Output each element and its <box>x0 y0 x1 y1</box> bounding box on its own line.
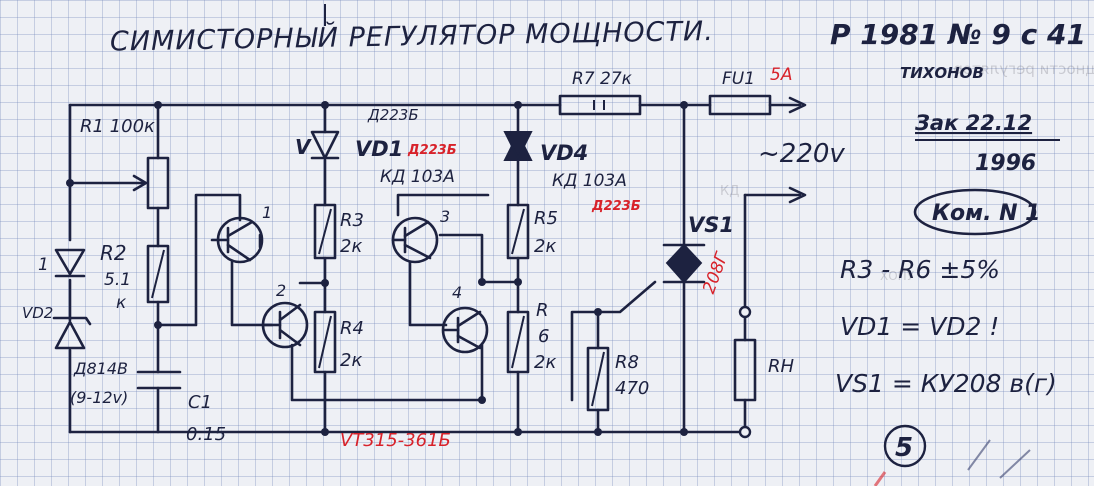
c1-value-label: 0.15 <box>186 424 226 445</box>
svg-text:мощности регулятор: мощности регулятор <box>953 60 1094 78</box>
r1-potentiometer <box>146 156 170 210</box>
vd4-part-label: КД 103А <box>552 171 627 191</box>
vd1-label: VD1 <box>355 137 403 161</box>
r5-resistor <box>506 203 530 260</box>
r8-label: R8 <box>615 352 639 373</box>
vd1-alt-label: Д223Б <box>407 143 457 158</box>
r6-label: R <box>536 300 549 321</box>
vd2-zener-diode <box>52 316 92 350</box>
fuse-label: FU1 <box>722 69 755 89</box>
vd4-alt-label: Д223Б <box>591 199 641 214</box>
fuse-rating-label: 5А <box>770 65 792 85</box>
r3-value-label: 2к <box>340 236 362 257</box>
mains-voltage-label: ~220v <box>758 139 845 169</box>
r8-resistor <box>586 346 610 412</box>
note-tolerance: R3 - R6 ±5% <box>840 255 1000 284</box>
transistor-2 <box>261 301 309 349</box>
r6-resistor <box>506 310 530 374</box>
order-date: Зак 22.12 <box>914 111 1032 135</box>
vd2-label: VD2 <box>22 304 53 322</box>
r5-value-label: 2к <box>534 236 556 257</box>
transistor-3 <box>391 216 439 264</box>
page-number-circle <box>883 424 927 468</box>
kit-label: Ком. N 1 <box>932 201 1040 226</box>
fu1-fuse <box>708 94 772 116</box>
r8-value-label: 470 <box>615 378 649 399</box>
rh-label: RН <box>768 356 795 377</box>
margin-scribbles <box>873 439 1031 486</box>
transistor-2-number: 2 <box>276 281 286 300</box>
r4-label: R4 <box>340 318 364 339</box>
vd4-label: VD4 <box>540 141 588 165</box>
r7-resistor <box>558 94 642 116</box>
r3-label: R3 <box>340 210 364 231</box>
vd1-top-label: Д223Б <box>367 106 419 124</box>
r2-resistor <box>146 244 170 304</box>
order-year: 1996 <box>975 151 1036 176</box>
vd-left-label: 1 <box>38 255 49 275</box>
r4-resistor <box>313 310 337 374</box>
junction-dots <box>66 101 688 436</box>
kit-label-oval <box>913 188 1037 236</box>
r2-value-a: 5.1 <box>104 270 131 290</box>
vd1-diode <box>310 130 340 160</box>
vd1-part-label: КД 103А <box>380 167 455 187</box>
transistor-types-label: VT315-361Б <box>340 430 451 451</box>
vs1-alt-label: 208Г <box>699 249 733 297</box>
r2-label: R2 <box>100 241 127 265</box>
vd2-range-label: (9-12v) <box>70 388 128 407</box>
r5-label: R5 <box>534 208 558 229</box>
r4-value-label: 2к <box>340 350 362 371</box>
vs1-triac <box>662 243 706 284</box>
vs1-label: VS1 <box>688 213 734 237</box>
svg-text:ХОПУ: ХОПУ <box>880 269 915 283</box>
r3-resistor <box>313 203 337 260</box>
c1-label: C1 <box>188 392 212 413</box>
transistor-4 <box>441 306 489 354</box>
vd-left-diode <box>54 248 86 278</box>
load-terminals <box>738 305 752 439</box>
transistor-4-number: 4 <box>452 283 462 302</box>
diagram-title: СИМИСТОРНЫЙ РЕГУЛЯТОР МОЩНОСТИ. <box>110 15 714 58</box>
r6-number-label: 6 <box>538 326 549 347</box>
r7-label: R7 27к <box>572 69 633 89</box>
rh-load-resistor <box>733 338 757 402</box>
source-reference: Р 1981 № 9 с 41 <box>830 18 1086 51</box>
note-diodes-equal: VD1 = VD2 ! <box>840 312 999 341</box>
r1-label: R1 100к <box>80 116 155 137</box>
transistor-1-number: 1 <box>262 203 272 222</box>
vd1-v-mark: V <box>295 135 312 159</box>
svg-text:КД: КД <box>720 184 739 199</box>
transistor-1 <box>210 216 264 264</box>
transistor-3-number: 3 <box>440 207 450 226</box>
author-name: ТИХОНОВ <box>900 64 984 82</box>
page-number: 5 <box>895 433 913 463</box>
vd2-part-label: Д814В <box>73 359 128 378</box>
note-triac-type: VS1 = КУ208 в(г) <box>835 369 1057 398</box>
r6-value-label: 2к <box>534 352 556 373</box>
bleed-through-text: мощности регулятор КД ХОПУ <box>720 60 1094 283</box>
r2-value-b: к <box>116 293 127 313</box>
vd4-diode <box>503 131 533 161</box>
